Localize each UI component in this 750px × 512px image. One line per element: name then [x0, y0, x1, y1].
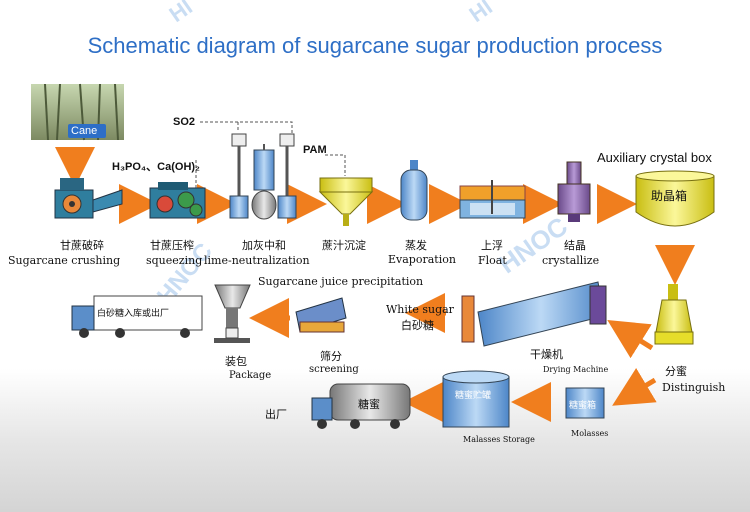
molasses-truck: [311, 383, 411, 429]
evaporation-label-zh: 蒸发: [405, 239, 427, 252]
crystallize-label-zh: 结晶: [564, 239, 586, 252]
clarifier-tank: [318, 177, 374, 226]
package-label-zh: 装包: [225, 355, 247, 368]
molasses-truck-label: 糖蜜: [358, 398, 380, 411]
crushing-label-zh: 甘蔗破碎: [60, 239, 104, 252]
flow-arrow: [612, 367, 657, 406]
auxiliary-label-en: Auxiliary crystal box: [597, 150, 712, 165]
storage-label-en: Malasses Storage: [463, 435, 535, 444]
drying-label-en: Drying Machine: [543, 365, 609, 374]
white-sugar-label-zh: 白砂糖: [401, 319, 434, 332]
distinguish-label-zh: 分蜜: [665, 365, 687, 378]
out-label: 出厂: [265, 408, 287, 421]
lime-neutralization-tanks: [229, 133, 297, 220]
truck-sign: 白砂糖入库或出厂: [97, 309, 170, 319]
molasses-box: [565, 387, 605, 419]
package-label-en: Package: [229, 370, 272, 381]
squeezing-label-en: squeezing: [146, 254, 203, 267]
float-label-en: Float: [478, 254, 507, 267]
crystallize-label-en: crystallize: [542, 254, 600, 267]
packaging-machine: [214, 284, 251, 343]
lime-label-zh: 加灰中和: [242, 239, 286, 252]
lime-label-en: lime-neutralization: [204, 254, 310, 267]
molasses-storage-tank: [442, 370, 510, 428]
storage-tank-label: 糖蜜贮罐: [455, 391, 492, 401]
evaporator: [400, 160, 428, 221]
pam-label: PAM: [303, 144, 327, 156]
chemical-label: H₃PO₄、Ca(OH)₂: [112, 161, 200, 173]
precipitation-label-zh: 蔗汁沉淀: [322, 239, 366, 252]
squeezing-label-zh: 甘蔗压榨: [150, 239, 194, 252]
page-title: Schematic diagram of sugarcane sugar pro…: [87, 33, 663, 58]
crushing-label-en: Sugarcane crushing: [8, 254, 121, 267]
so2-label: SO2: [173, 116, 196, 128]
cane-photo: [31, 83, 124, 141]
float-tank: [459, 180, 526, 219]
squeezing-machine: [149, 182, 206, 219]
screening-label-zh: 筛分: [320, 350, 342, 363]
molasses-label-en: Molasses: [571, 429, 609, 438]
auxiliary-crystal-box: [635, 170, 715, 227]
crystallizer: [557, 161, 591, 222]
cane-label: Cane: [71, 125, 98, 137]
auxiliary-box-label-zh: 助晶箱: [651, 189, 688, 203]
screening-label-en: screening: [309, 364, 359, 375]
feed-line: [325, 154, 346, 176]
centrifuge: [654, 284, 694, 345]
molasses-box-label: 糖蜜箱: [569, 401, 597, 411]
flow-arrow: [607, 320, 654, 359]
float-label-zh: 上浮: [481, 239, 503, 252]
white-sugar-label-en: White sugar: [386, 303, 454, 316]
crusher-machine: [54, 178, 123, 219]
precipitation-label-en: Sugarcane juice precipitation: [258, 275, 424, 288]
drying-machine: [461, 281, 607, 347]
feed-line: [200, 121, 293, 140]
evaporation-label-en: Evaporation: [388, 253, 456, 266]
screening-machine: [295, 297, 347, 333]
distinguish-label-en: Distinguish: [662, 381, 726, 394]
white-sugar-truck: [71, 295, 203, 338]
drying-label-zh: 干燥机: [530, 348, 563, 361]
